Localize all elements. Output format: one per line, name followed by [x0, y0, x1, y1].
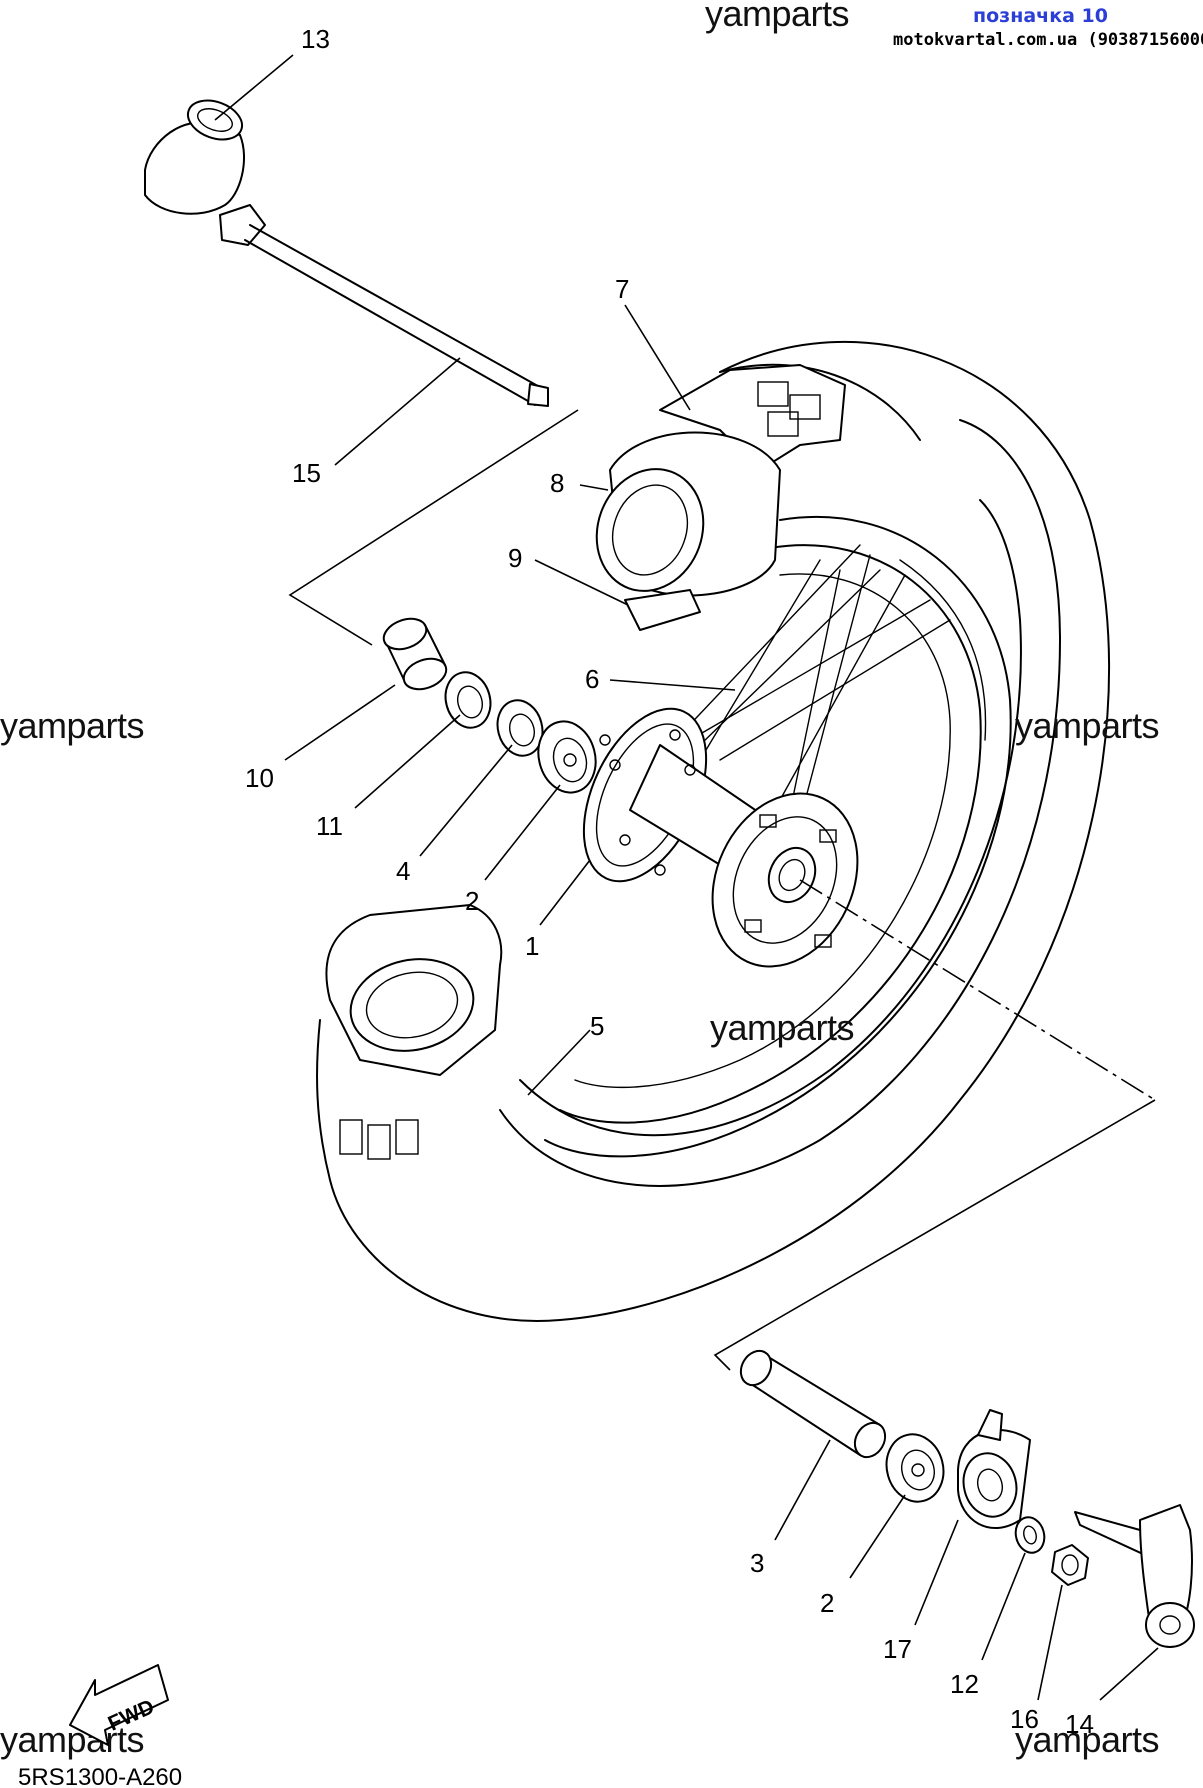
axis-centerline [799, 879, 1156, 1101]
callout-4: 4 [396, 856, 410, 886]
shop-contact: motokvartal.com.ua (903871560000) [893, 30, 1203, 50]
axle [219, 204, 549, 407]
callout-16: 16 [1010, 1704, 1039, 1734]
watermark-top: yamparts [705, 0, 849, 34]
callout-3: 3 [750, 1548, 764, 1578]
rim [544, 515, 1012, 1158]
callout-14: 14 [1065, 1709, 1094, 1739]
watermark-left: yamparts [0, 705, 144, 746]
callout-5: 5 [590, 1011, 604, 1041]
meter-gear-unit [957, 1409, 1031, 1530]
callout-8: 8 [550, 468, 564, 498]
axle-nut [1051, 1544, 1089, 1586]
callout-2-upper: 2 [465, 886, 479, 916]
leader-lines [214, 54, 1159, 1701]
hub [582, 707, 859, 968]
tire [316, 341, 1111, 1322]
valve-flap [624, 589, 701, 631]
callout-15: 15 [292, 458, 321, 488]
callout-13: 13 [301, 24, 330, 54]
spokes [679, 544, 951, 861]
watermark-right: yamparts [1015, 705, 1159, 746]
spacer-sleeve [144, 99, 246, 215]
oil-seal [444, 671, 492, 729]
bearing-left [537, 720, 597, 794]
watermark-bottom-right: yamparts [1015, 1719, 1159, 1760]
collar [382, 617, 448, 691]
callout-2-lower: 2 [820, 1588, 834, 1618]
bearing-right [885, 1433, 945, 1503]
callout-6: 6 [585, 664, 599, 694]
callout-1: 1 [525, 931, 539, 961]
callout-10: 10 [245, 763, 274, 793]
callout-9: 9 [508, 543, 522, 573]
assembly-line-right [713, 1099, 1156, 1371]
assembly-line-left [288, 409, 579, 646]
washer [1014, 1516, 1046, 1554]
forward-arrow: FWD [69, 1664, 169, 1746]
circlip [496, 699, 544, 757]
tube [595, 431, 781, 597]
bracket [1074, 1504, 1195, 1648]
tire-cutaway-bottom [325, 904, 503, 1160]
reference-label: позначка 10 [973, 5, 1108, 27]
callout-12: 12 [950, 1669, 979, 1699]
callout-11: 11 [316, 811, 343, 841]
diagram-code: 5RS1300-A260 [18, 1764, 182, 1788]
collar-right [739, 1349, 887, 1459]
watermark-center: yamparts [710, 1007, 854, 1048]
callout-17: 17 [883, 1634, 912, 1664]
callout-7: 7 [615, 274, 629, 304]
